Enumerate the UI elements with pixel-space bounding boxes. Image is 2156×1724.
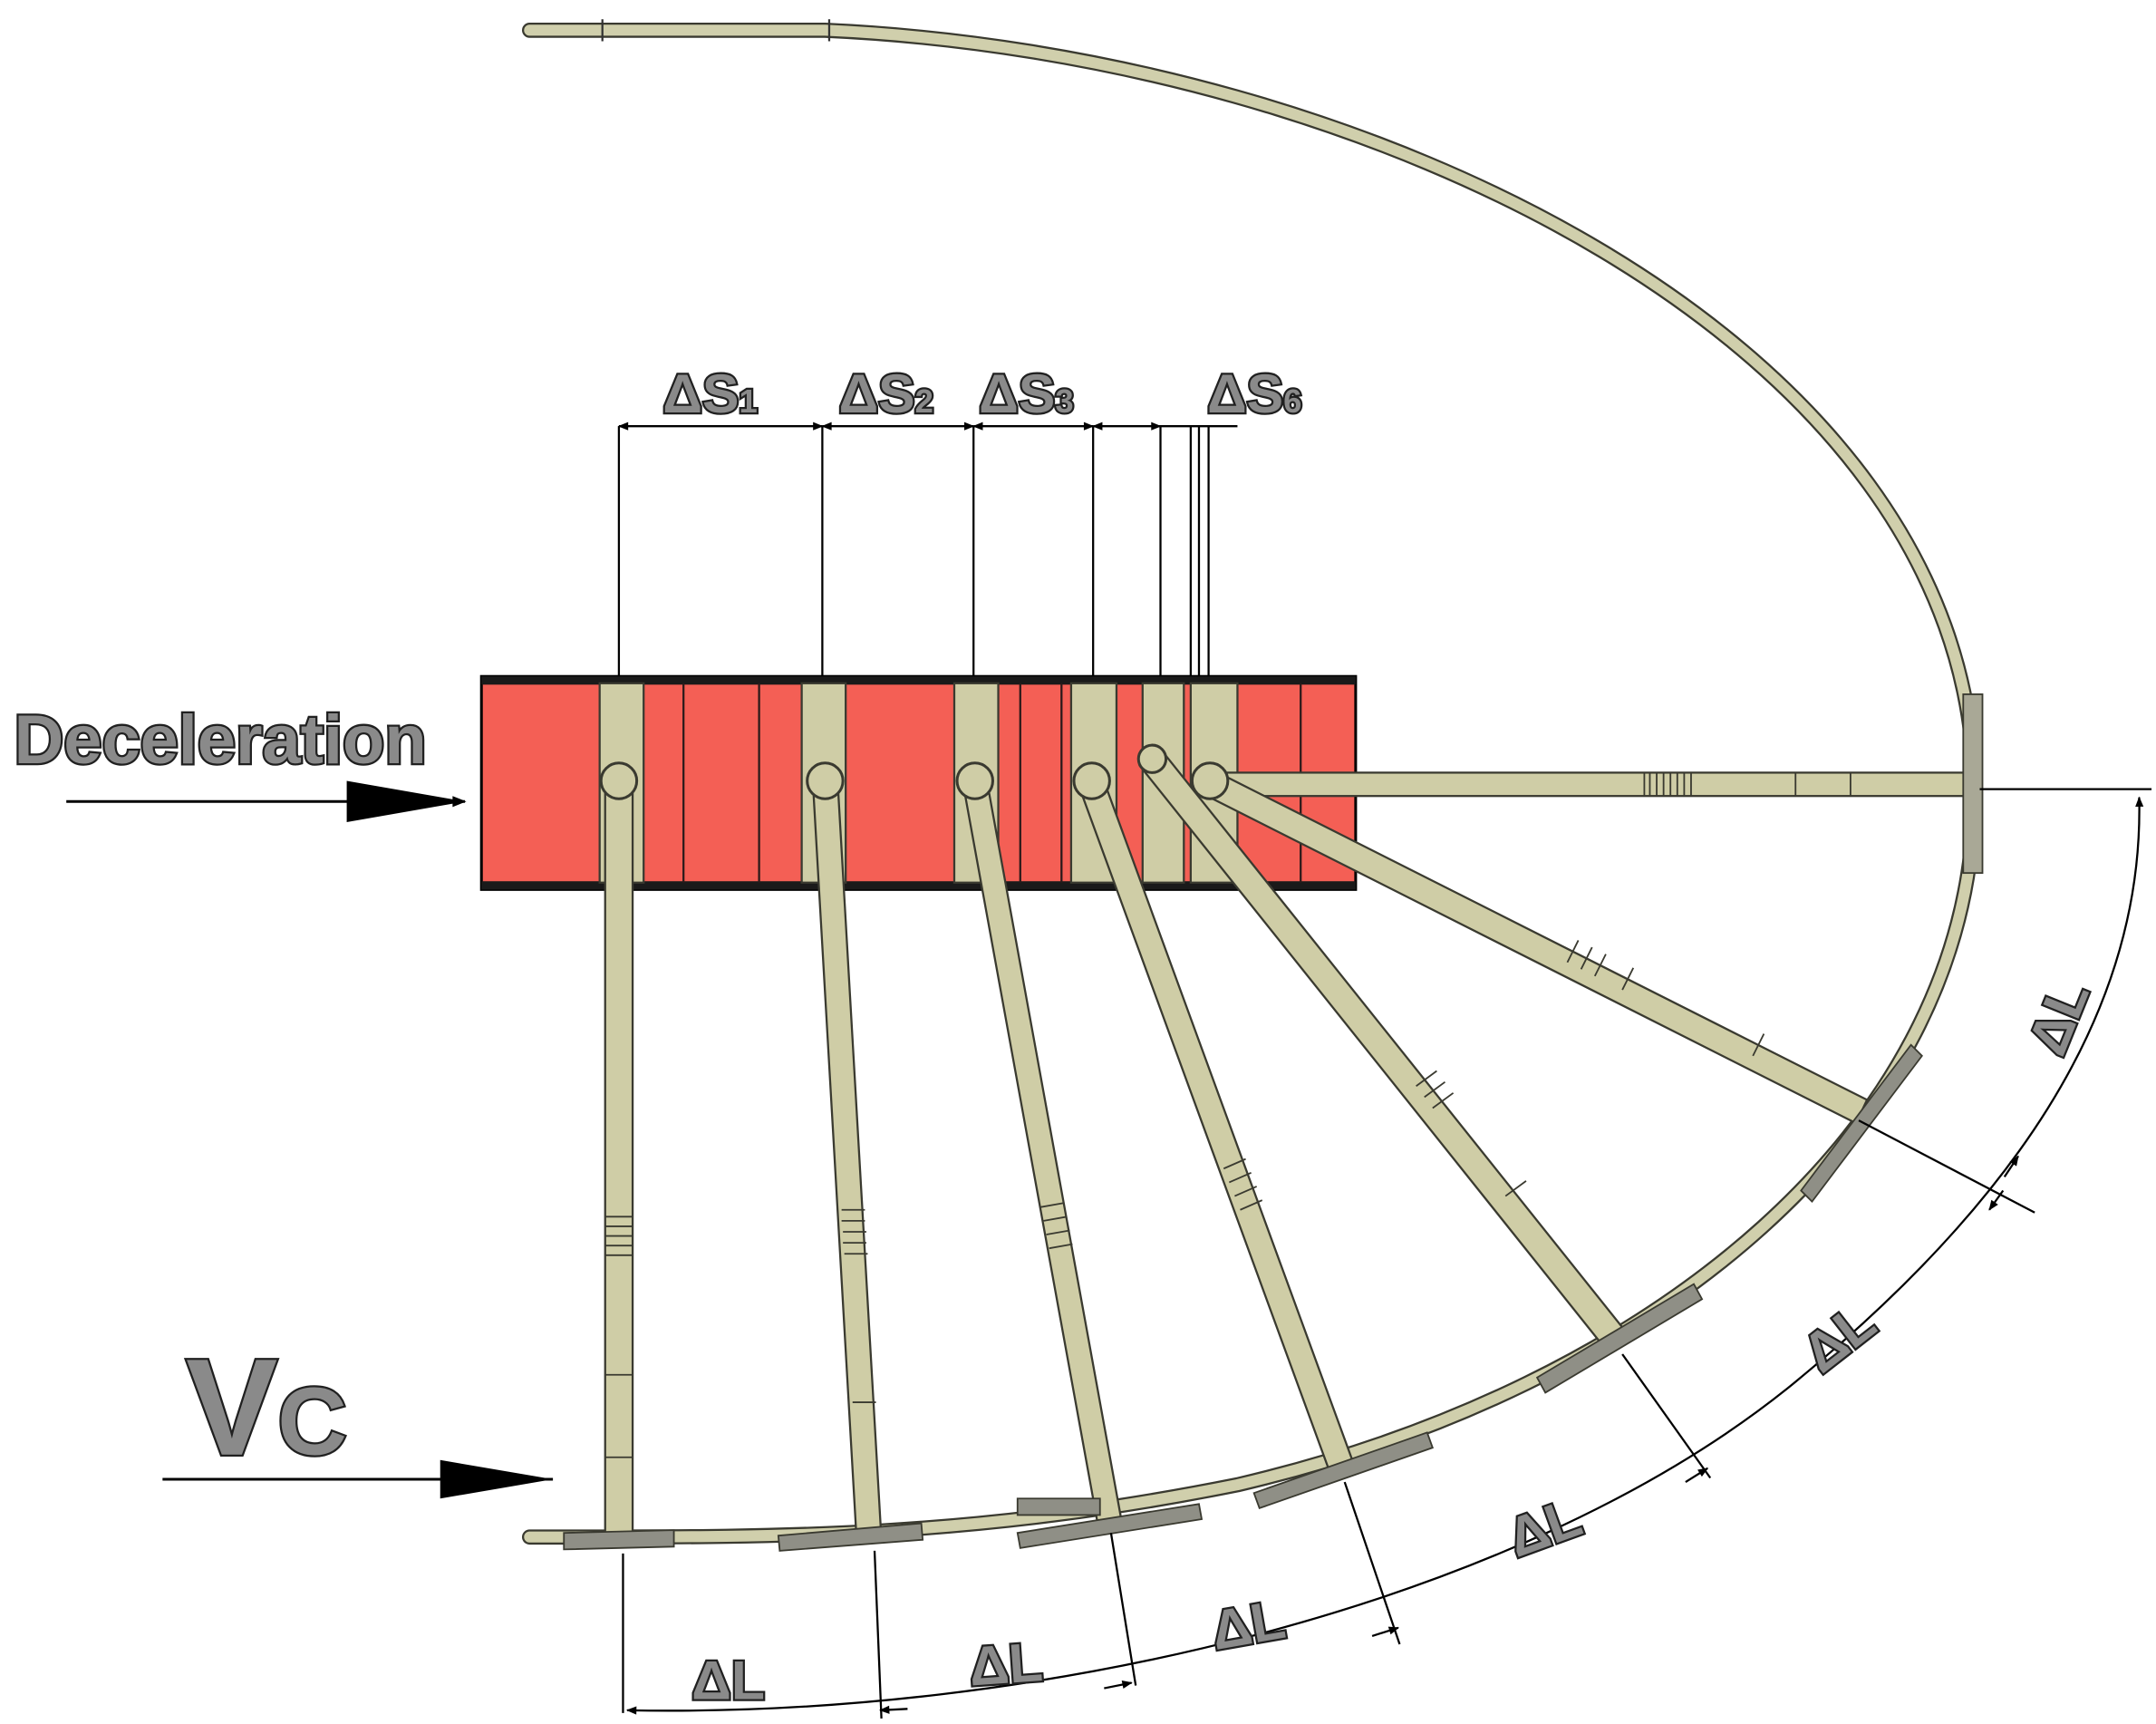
delta-s3-label: ΔS3 [979, 363, 1073, 424]
vc-label: VC [186, 1332, 347, 1485]
delta-l-dimensions [622, 788, 2152, 1719]
delta-s6-label: ΔS6 [1207, 363, 1301, 424]
rod-1 [604, 777, 634, 1541]
rod-5 [1138, 749, 1632, 1355]
delta-s1-label: ΔS1 [662, 363, 757, 424]
deceleration-label: Deceleration [15, 702, 427, 779]
delta-l-label-5: ΔL [1791, 1291, 1886, 1384]
delta-l-label-6: ΔL [2016, 973, 2100, 1063]
delta-l-label-3: ΔL [1207, 1588, 1290, 1661]
delta-l-label-1: ΔL [691, 1650, 765, 1711]
delta-s-dimensions [617, 421, 1238, 677]
delta-l-label-4: ΔL [1500, 1486, 1590, 1568]
delta-l-label-2: ΔL [967, 1631, 1044, 1697]
delta-s2-label: ΔS2 [839, 363, 933, 424]
rod-2 [811, 777, 883, 1543]
